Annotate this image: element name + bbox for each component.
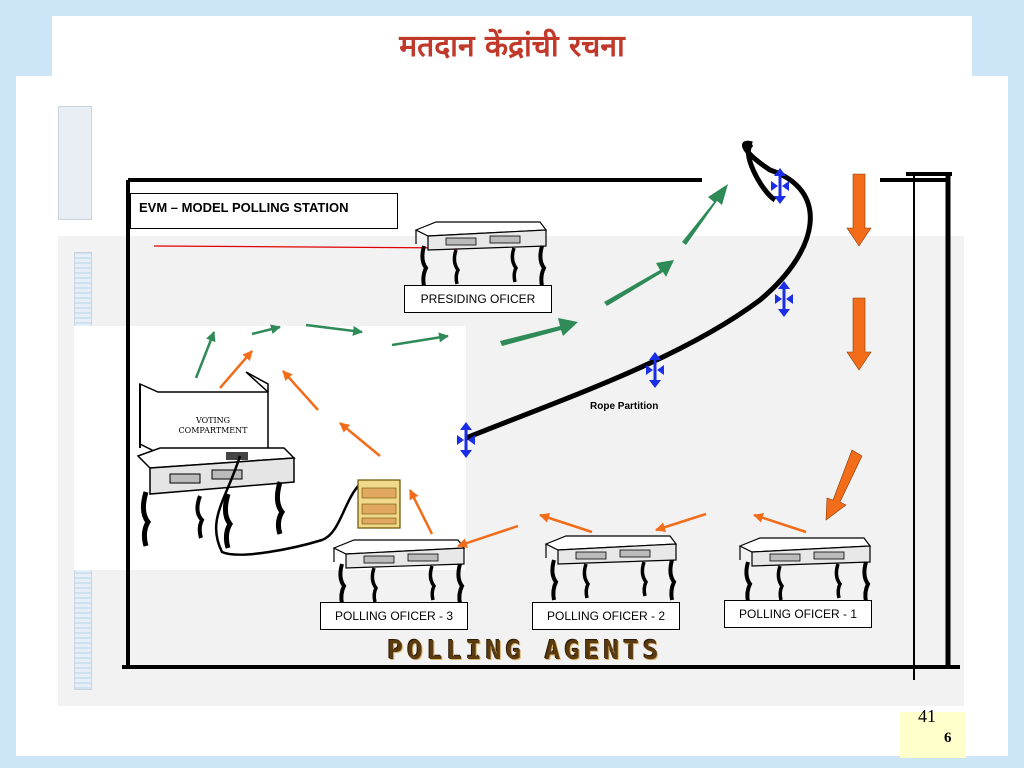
rope-partition-label: Rope Partition <box>590 401 659 412</box>
rope-partition-line <box>465 140 813 441</box>
polling-officer-3-label: POLLING OFICER - 3 <box>320 602 468 630</box>
queue-orange-arrows <box>825 173 872 521</box>
polling-agents-heading: POLLING AGENTS <box>387 636 663 666</box>
title-band <box>52 16 972 78</box>
polling-officer-2-label: POLLING OFICER - 2 <box>532 602 680 630</box>
station-label: EVM – MODEL POLLING STATION <box>130 193 398 229</box>
left-strip-top <box>58 106 92 220</box>
presiding-officer-label: PRESIDING OFICER <box>404 285 552 313</box>
station-walls <box>122 172 960 680</box>
page-number-box <box>900 712 966 758</box>
polling-officer-1-desk <box>738 536 872 604</box>
ballot-unit <box>357 479 401 529</box>
voter-path-big-green-arrows <box>500 184 728 346</box>
polling-officer-2-desk <box>544 534 678 602</box>
voting-compartment <box>136 371 296 549</box>
slide-title: मतदान केंद्रांची रचना <box>399 29 625 64</box>
page-number: 41 <box>918 706 936 726</box>
voter-path-green-arrows <box>194 323 449 379</box>
presiding-officer-desk <box>414 220 548 288</box>
rope-loop <box>745 141 777 203</box>
red-pointer-line <box>153 244 461 251</box>
voting-compartment-label: VOTING COMPARTMENT <box>168 416 258 436</box>
page-sub-number: 6 <box>944 730 952 746</box>
polling-officer-3-desk <box>332 538 466 606</box>
polling-officer-1-label: POLLING OFICER - 1 <box>724 600 872 628</box>
voting-compartment-line1: VOTING <box>195 416 231 425</box>
voter-path-orange-arrows <box>219 350 807 548</box>
evm-cable <box>214 455 361 556</box>
rope-marker-1 <box>455 420 477 460</box>
voting-compartment-line2: COMPARTMENT <box>178 426 248 435</box>
